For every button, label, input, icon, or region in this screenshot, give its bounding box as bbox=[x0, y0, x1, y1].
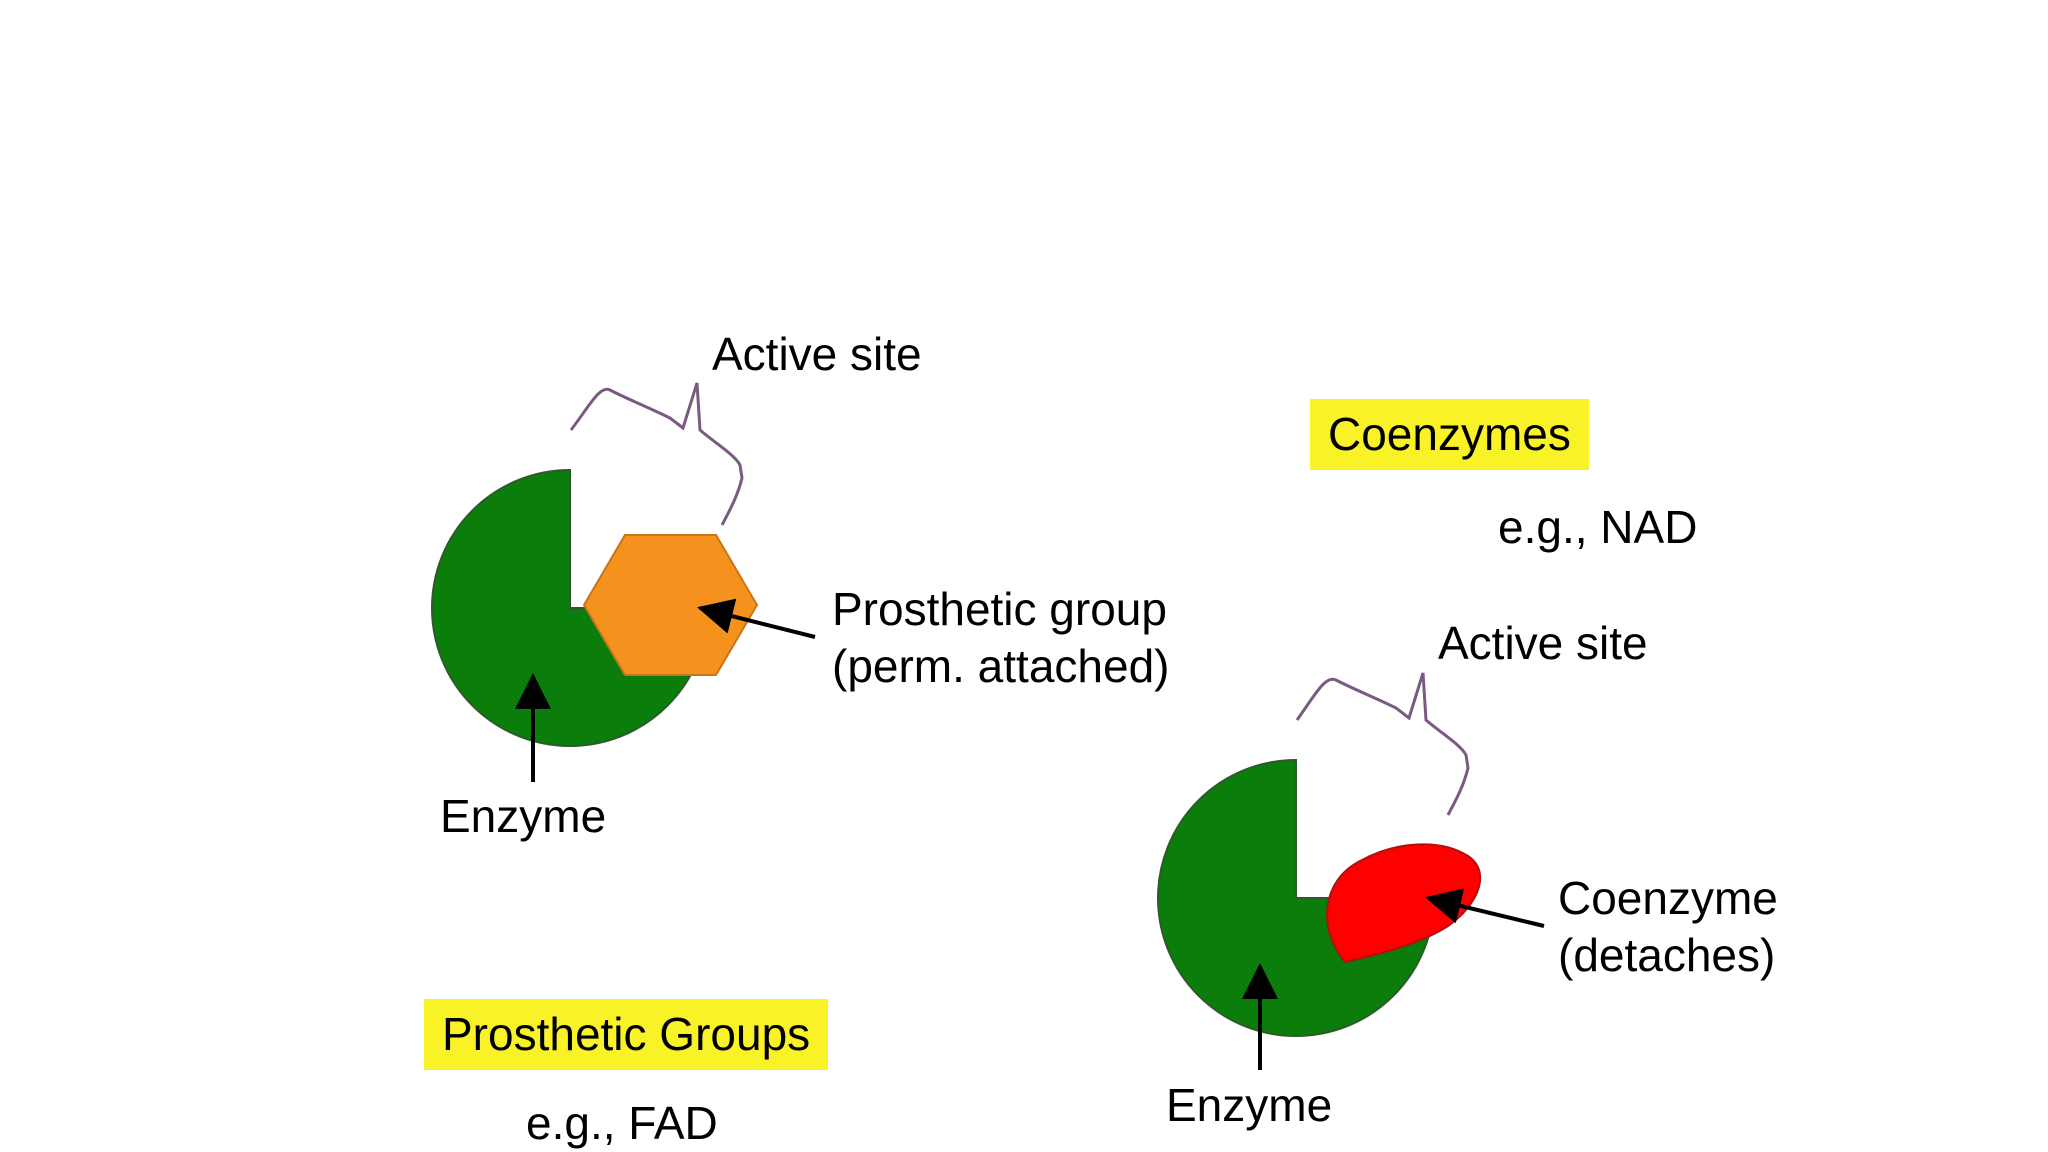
prosthetic-group-label-line2: (perm. attached) bbox=[832, 640, 1170, 692]
right-enzyme-label: Enzyme bbox=[1166, 1079, 1333, 1131]
left-enzyme-shape bbox=[431, 468, 710, 747]
right-enzyme-shape bbox=[1157, 758, 1436, 1037]
prosthetic-groups-heading: Prosthetic Groups bbox=[424, 999, 829, 1070]
coenzymes-example: e.g., NAD bbox=[1498, 501, 1698, 553]
coenzymes-heading: Coenzymes bbox=[1310, 399, 1589, 470]
right-active-site-brace bbox=[1295, 672, 1470, 816]
left-active-site-label: Active site bbox=[712, 328, 922, 380]
prosthetic-group-label-line1: Prosthetic group bbox=[832, 583, 1167, 635]
coenzyme-label-line1: Coenzyme bbox=[1558, 872, 1778, 924]
prosthetic-group-arrow bbox=[697, 598, 816, 639]
coenzyme-label-line2: (detaches) bbox=[1558, 929, 1776, 981]
coenzyme-shape bbox=[1326, 843, 1482, 964]
left-active-site-brace bbox=[569, 382, 744, 526]
prosthetic-group-hexagon bbox=[582, 534, 759, 676]
prosthetic-groups-example: e.g., FAD bbox=[526, 1097, 718, 1149]
left-enzyme-label: Enzyme bbox=[440, 790, 607, 842]
right-active-site-label: Active site bbox=[1438, 617, 1648, 669]
coenzyme-arrow bbox=[1425, 888, 1545, 928]
